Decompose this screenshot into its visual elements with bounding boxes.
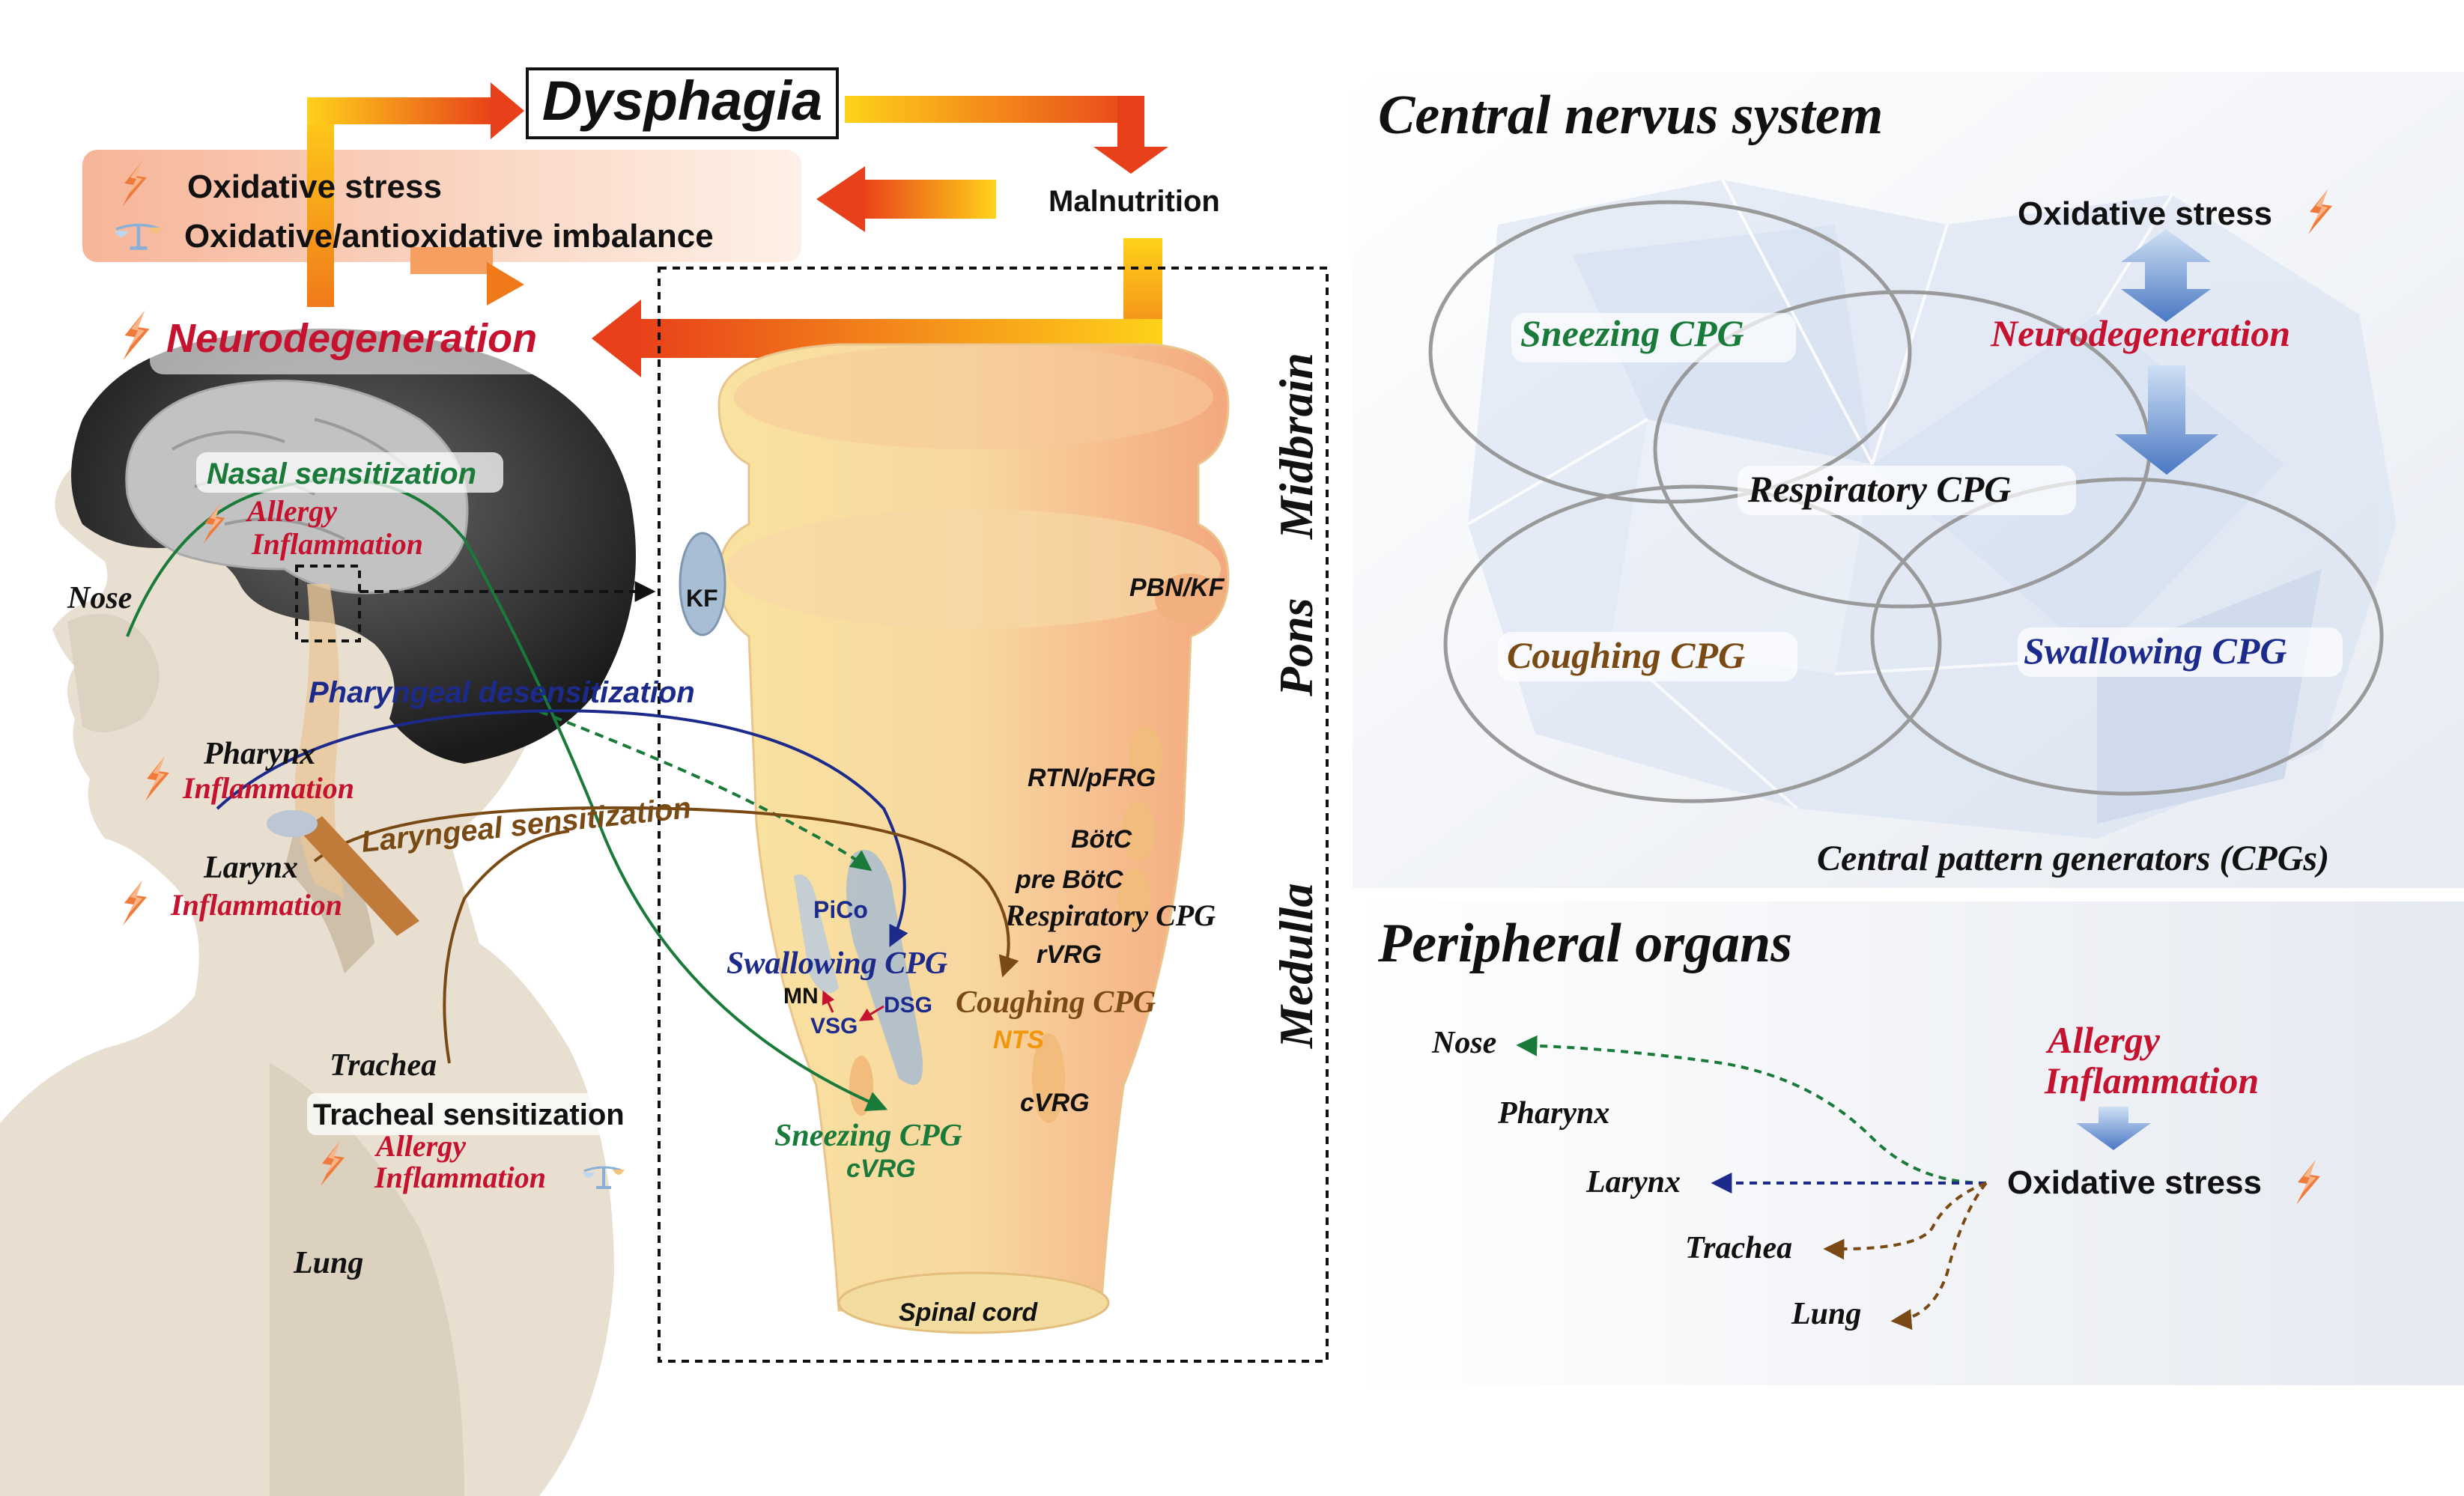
- pons-label: Pons: [1269, 598, 1323, 697]
- brainstem: [679, 343, 1230, 1334]
- tracheal-sensitization-label: Tracheal sensitization: [313, 1098, 625, 1131]
- peripheral-pharynx-label: Pharynx: [1497, 1096, 1609, 1131]
- peripheral-title: Peripheral organs: [1377, 913, 1792, 974]
- spinal-cord-label: Spinal cord: [899, 1298, 1038, 1327]
- larynx-label: Larynx: [203, 851, 298, 885]
- swallowing-ellipse: [1870, 477, 2384, 796]
- larynx-structure: [300, 816, 419, 936]
- nose-label: Nose: [67, 581, 132, 615]
- tracheal-allergy-label: Allergy: [374, 1129, 466, 1163]
- vsg-label: VSG: [810, 1014, 858, 1039]
- cvrg-sneezing-label: cVRG: [846, 1155, 916, 1183]
- pharyngeal-pathway: [216, 709, 908, 948]
- neurodegeneration-label: Neurodegeneration: [166, 316, 537, 361]
- pbn-kf-label: PBN/KF: [1129, 574, 1225, 602]
- kf-label: KF: [686, 585, 718, 612]
- larynx-inflammation-label: Inflammation: [170, 888, 342, 922]
- prebotc-label: pre BötC: [1015, 866, 1123, 894]
- pico-label: PiCo: [813, 896, 868, 923]
- coughing-ellipse: [1443, 484, 1942, 803]
- trachea-label: Trachea: [330, 1048, 437, 1083]
- cvrg-label: cVRG: [1020, 1089, 1090, 1117]
- peripheral-down-arrow-icon: [2076, 1107, 2151, 1150]
- resp-cpg-label: Respiratory CPG: [1004, 898, 1216, 932]
- malnutrition-label: Malnutrition: [1049, 185, 1220, 218]
- laryngeal-pathway: [313, 806, 1019, 978]
- imbalance-label: Oxidative/antioxidative imbalance: [184, 218, 714, 255]
- left-panel: Dysphagia Malnutrition Oxidative stress …: [0, 67, 1329, 1496]
- peripheral-trachea-label: Trachea: [1685, 1231, 1792, 1265]
- nasal-sensitization-label: Nasal sensitization: [207, 457, 476, 490]
- pharynx-label: Pharynx: [203, 737, 315, 771]
- lightning-icon: [123, 311, 150, 360]
- peripheral-panel: Peripheral organs Nose Pharynx Larynx Tr…: [1353, 901, 2464, 1385]
- pharyngeal-desensitization-label: Pharyngeal desensitization: [309, 676, 695, 709]
- to-trachea-arrow: [1823, 1182, 1987, 1260]
- cns-title: Central nervus system: [1378, 85, 1883, 146]
- tracheal-inflammation-label: Inflammation: [374, 1161, 546, 1194]
- peripheral-inflammation-label: Inflammation: [2044, 1059, 2259, 1101]
- peripheral-lung-label: Lung: [1791, 1297, 1861, 1331]
- tracheal-pathway: [443, 830, 570, 1064]
- cycle-arrows: [307, 82, 1168, 377]
- peripheral-larynx-label: Larynx: [1585, 1165, 1681, 1199]
- mn-label: MN: [783, 984, 819, 1009]
- peripheral-oxidative-stress-label: Oxidative stress: [2007, 1164, 2262, 1201]
- neurodegeneration-highlight: [150, 307, 584, 374]
- cns-sneezing-label: Sneezing CPG: [1520, 312, 1744, 354]
- cns-respiratory-label: Respiratory CPG: [1747, 468, 2011, 510]
- pharynx-inflammation-label: Inflammation: [182, 771, 354, 805]
- cns-coughing-label: Coughing CPG: [1507, 634, 1745, 676]
- cns-panel: Central nervus system Oxidative stress N…: [1353, 72, 2464, 888]
- nasal-dashed-pathway: [538, 710, 873, 872]
- brain-focus-box: [295, 565, 361, 642]
- cns-neurodegeneration-label: Neurodegeneration: [1990, 312, 2290, 354]
- nasal-allergy-label: Allergy: [245, 494, 337, 528]
- double-arrow-icon: [2121, 229, 2211, 322]
- to-lung-arrow: [1890, 1182, 1988, 1331]
- nts-label: NTS: [993, 1026, 1044, 1054]
- lightning-icon: [123, 881, 147, 925]
- cns-caption: Central pattern generators (CPGs): [1817, 839, 2329, 878]
- down-arrow-icon: [2115, 365, 2218, 475]
- peripheral-allergy-label: Allergy: [2045, 1019, 2161, 1061]
- vsg-mn-arrow: [822, 990, 835, 1013]
- swallowing-cpg-label: Swallowing CPG: [726, 946, 947, 981]
- nasal-inflammation-label: Inflammation: [251, 527, 423, 561]
- rvrg-label: rVRG: [1037, 940, 1102, 969]
- botc-label: BötC: [1071, 825, 1132, 854]
- sneezing-cpg-label: Sneezing CPG: [774, 1119, 962, 1153]
- oxidative-stress-label: Oxidative stress: [187, 168, 442, 205]
- medulla-label: Medulla: [1269, 884, 1323, 1049]
- to-nose-arrow: [1516, 1035, 1987, 1185]
- brainstem-frame: [658, 267, 1329, 1363]
- coughing-cpg-label: Coughing CPG: [956, 985, 1156, 1020]
- dsg-vsg-arrow: [858, 1005, 884, 1021]
- cns-oxidative-stress-label: Oxidative stress: [2018, 195, 2272, 232]
- dsg-label: DSG: [884, 993, 932, 1018]
- dysphagia-box: [526, 67, 839, 139]
- rtn-label: RTN/pFRG: [1028, 764, 1156, 792]
- lung-label: Lung: [293, 1246, 363, 1280]
- nasal-pathway: [126, 478, 888, 1112]
- peripheral-nose-label: Nose: [1431, 1026, 1496, 1060]
- dysphagia-label: Dysphagia: [542, 70, 822, 132]
- oxidative-band: [82, 150, 801, 262]
- midbrain-label: Midbrain: [1269, 353, 1323, 540]
- cns-swallowing-label: Swallowing CPG: [2024, 630, 2287, 672]
